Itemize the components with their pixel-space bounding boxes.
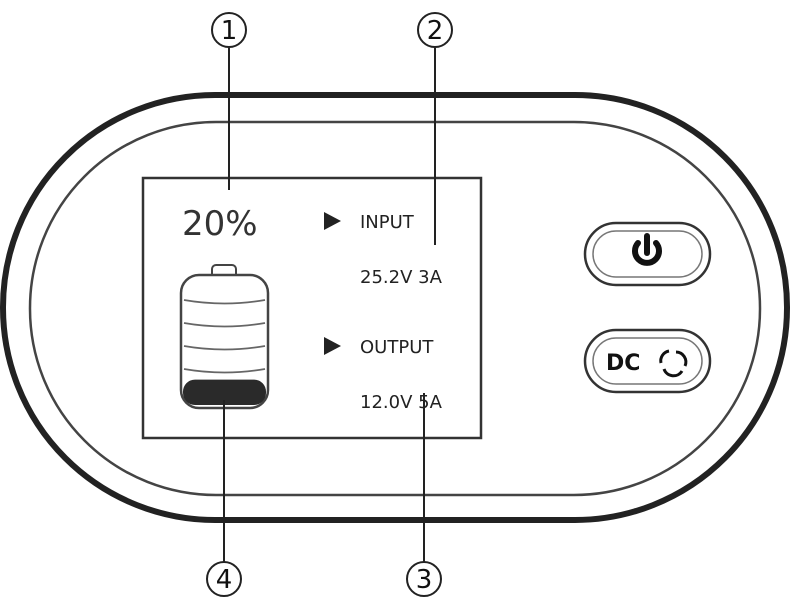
input-value: 25.2V 3A xyxy=(360,267,443,288)
power-button[interactable] xyxy=(583,221,712,287)
input-label: INPUT xyxy=(360,212,415,233)
dc-button[interactable]: DC xyxy=(583,328,712,394)
power-icon xyxy=(632,233,662,266)
battery-fill-level xyxy=(183,379,266,405)
battery-icon xyxy=(179,264,270,410)
callout-1: 1 xyxy=(211,12,247,48)
svg-text:2: 2 xyxy=(427,16,444,46)
svg-text:1: 1 xyxy=(221,16,238,46)
output-value: 12.0V 5A xyxy=(360,392,443,413)
svg-text:3: 3 xyxy=(416,565,433,595)
cycle-icon xyxy=(659,349,688,378)
device-inner-bezel xyxy=(28,120,762,497)
battery-percent-text: 20% xyxy=(182,204,258,244)
callout-2: 2 xyxy=(417,12,453,48)
svg-text:4: 4 xyxy=(216,565,233,595)
dc-button-label: DC xyxy=(606,351,640,376)
callout-4: 4 xyxy=(206,561,242,597)
battery-segment-line xyxy=(183,345,266,351)
battery-segments xyxy=(183,299,266,374)
battery-segment-line xyxy=(183,322,266,328)
battery-segment-line xyxy=(183,368,266,374)
callout-3: 3 xyxy=(406,561,442,597)
battery-segment-line xyxy=(183,299,266,305)
output-label: OUTPUT xyxy=(360,337,434,358)
input-arrow-icon xyxy=(324,212,341,230)
output-arrow-icon xyxy=(324,337,341,355)
